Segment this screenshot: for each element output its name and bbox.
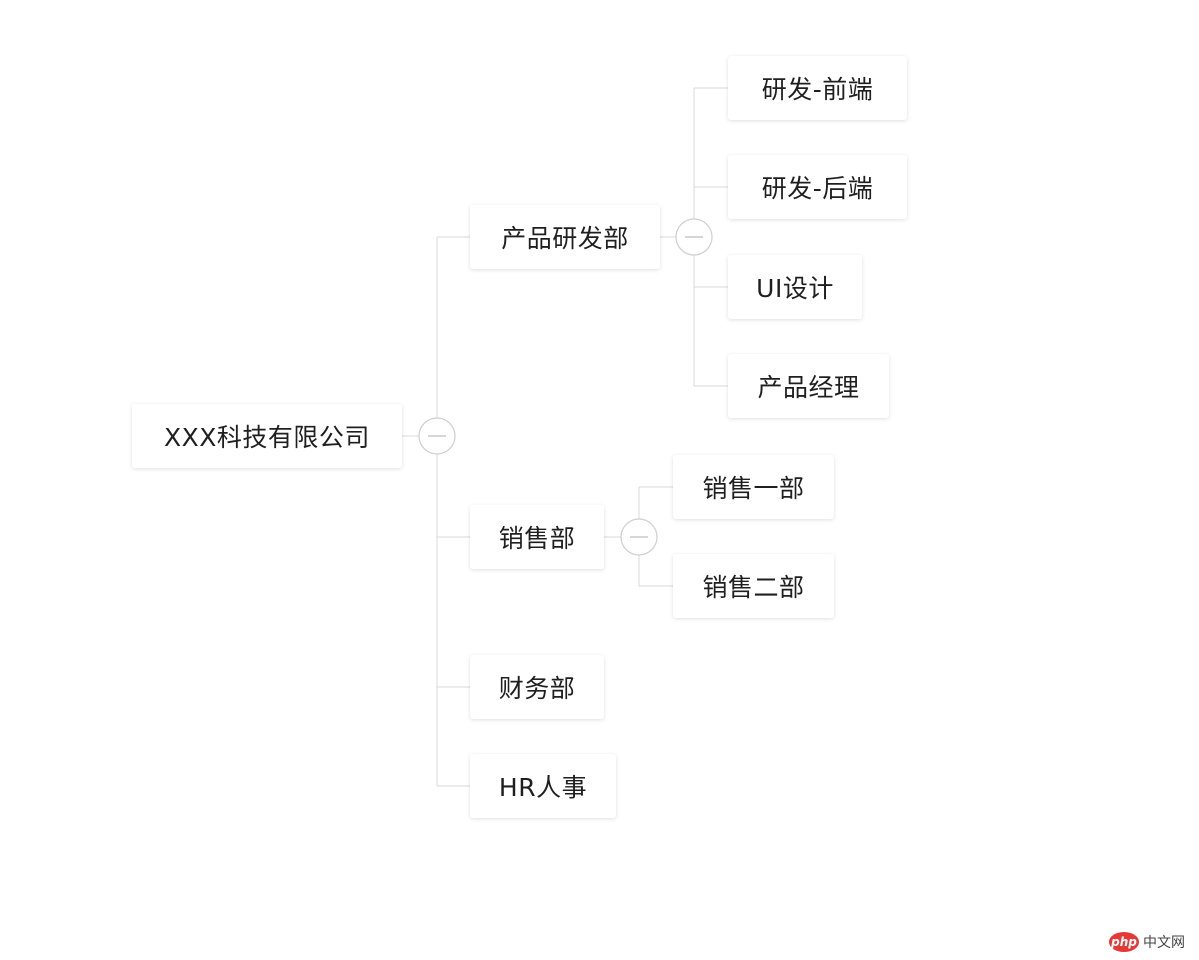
node-rd-frontend[interactable]: 研发-前端 bbox=[728, 56, 907, 120]
collapse-toggle-product-rd[interactable] bbox=[675, 218, 713, 256]
node-product-manager[interactable]: 产品经理 bbox=[728, 354, 889, 418]
node-sales-team-2[interactable]: 销售二部 bbox=[673, 554, 834, 618]
php-logo-icon: php bbox=[1109, 932, 1139, 952]
connector-lines bbox=[402, 87, 728, 787]
collapse-toggle-sales[interactable] bbox=[620, 518, 658, 556]
watermark-text: 中文网 bbox=[1143, 935, 1185, 951]
collapse-toggle-root[interactable] bbox=[418, 417, 456, 455]
node-root-company[interactable]: XXX科技有限公司 bbox=[132, 404, 402, 468]
node-rd-backend[interactable]: 研发-后端 bbox=[728, 155, 907, 219]
node-dept-finance[interactable]: 财务部 bbox=[470, 655, 604, 719]
watermark: php 中文网 bbox=[1109, 932, 1185, 952]
node-sales-team-1[interactable]: 销售一部 bbox=[673, 455, 834, 519]
node-dept-sales[interactable]: 销售部 bbox=[470, 505, 604, 569]
node-dept-product-rd[interactable]: 产品研发部 bbox=[470, 205, 660, 269]
node-ui-design[interactable]: UI设计 bbox=[728, 255, 862, 319]
node-dept-hr[interactable]: HR人事 bbox=[470, 754, 616, 818]
